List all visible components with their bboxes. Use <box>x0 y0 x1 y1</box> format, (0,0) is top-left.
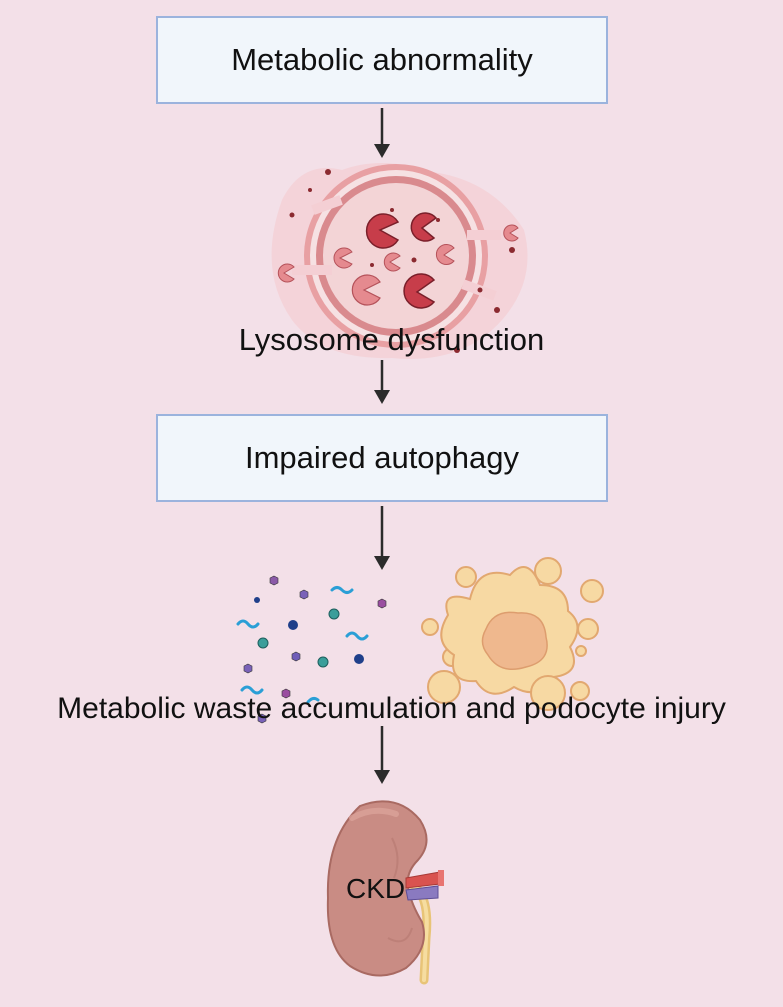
arrow-down-icon <box>374 360 390 404</box>
metabolic-abnormality-label: Metabolic abnormality <box>231 42 533 77</box>
arrow-down-icon <box>374 108 390 158</box>
metabolic-waste-icon <box>236 575 387 724</box>
kidney-icon <box>326 800 444 985</box>
metabolic-waste-and-podocyte-injury-label: Metabolic waste accumulation and podocyt… <box>57 692 726 725</box>
lysosome-dysfunction-label: Lysosome dysfunction <box>238 322 545 357</box>
lysosome-icon <box>271 162 528 359</box>
metabolic-abnormality-box: Metabolic abnormality <box>156 16 608 104</box>
impaired-autophagy-box: Impaired autophagy <box>156 414 608 502</box>
impaired-autophagy-label: Impaired autophagy <box>244 440 520 475</box>
arrow-down-icon <box>374 506 390 570</box>
arrow-down-icon <box>374 726 390 784</box>
ckd-label: CKD <box>346 873 406 904</box>
podocyte-cell-icon <box>421 557 604 711</box>
